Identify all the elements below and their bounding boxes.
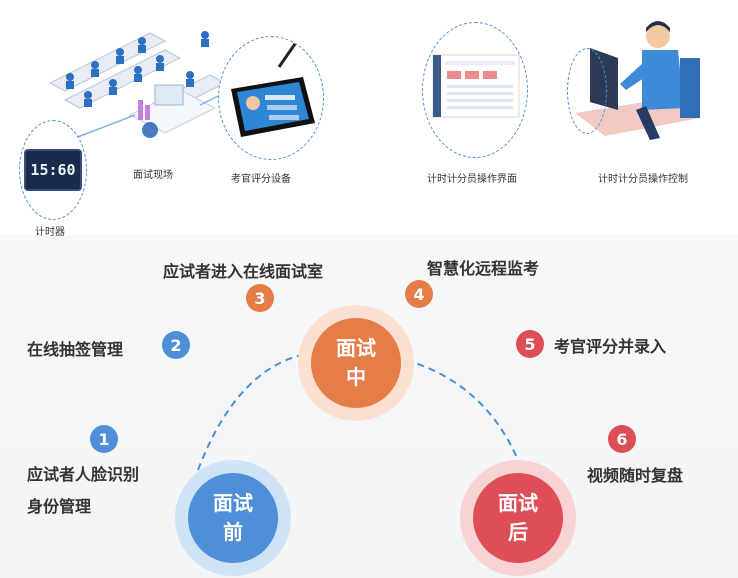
stage-during-line1: 面试 [336,336,376,360]
step-5-label: 考官评分并录入 [554,337,667,356]
timer-device: 15:60 [24,149,82,191]
step-1-label-line2: 身份管理 [27,497,92,516]
step-6-label: 视频随时复盘 [587,466,684,485]
stage-before-core: 面试 前 [188,473,278,563]
stage-after-line1: 面试 [498,491,538,515]
step-2-number: 2 [162,331,190,359]
stage-before-line1: 面试 [213,491,253,515]
scoring-device-illustration [218,36,324,160]
stage-after-core: 面试 后 [473,473,563,563]
step-3-number: 3 [246,284,274,312]
operator-ui-illustration [422,22,528,158]
caption-operator-control: 计时计分员操作控制 [598,174,688,185]
stage-before-line2: 前 [223,520,243,544]
control-screen-ring [567,48,607,134]
step-4-number: 4 [405,280,433,308]
stage-after: 面试 后 [460,460,576,576]
step-2-label: 在线抽签管理 [27,340,124,359]
caption-device: 考官评分设备 [231,174,291,185]
caption-operator-ui: 计时计分员操作界面 [427,174,517,185]
timer-clock-text: 15:60 [30,161,76,179]
step-5-number: 5 [516,330,544,358]
step-3-label: 应试者进入在线面试室 [163,262,324,281]
step-1-number: 1 [90,425,118,453]
stage-during-line2: 中 [346,365,366,389]
step-4-label: 智慧化远程监考 [427,259,540,278]
caption-timer: 计时器 [35,227,65,238]
stage-after-line2: 后 [508,520,528,544]
timer-illustration: 15:60 [19,120,87,220]
interview-scene-illustration [40,5,240,170]
stage-before: 面试 前 [175,460,291,576]
stage-during-core: 面试 中 [311,318,401,408]
caption-scene: 面试现场 [133,170,173,181]
stage-during: 面试 中 [298,305,414,421]
step-1-label-line1: 应试者人脸识别 [27,465,140,484]
step-6-number: 6 [608,425,636,453]
